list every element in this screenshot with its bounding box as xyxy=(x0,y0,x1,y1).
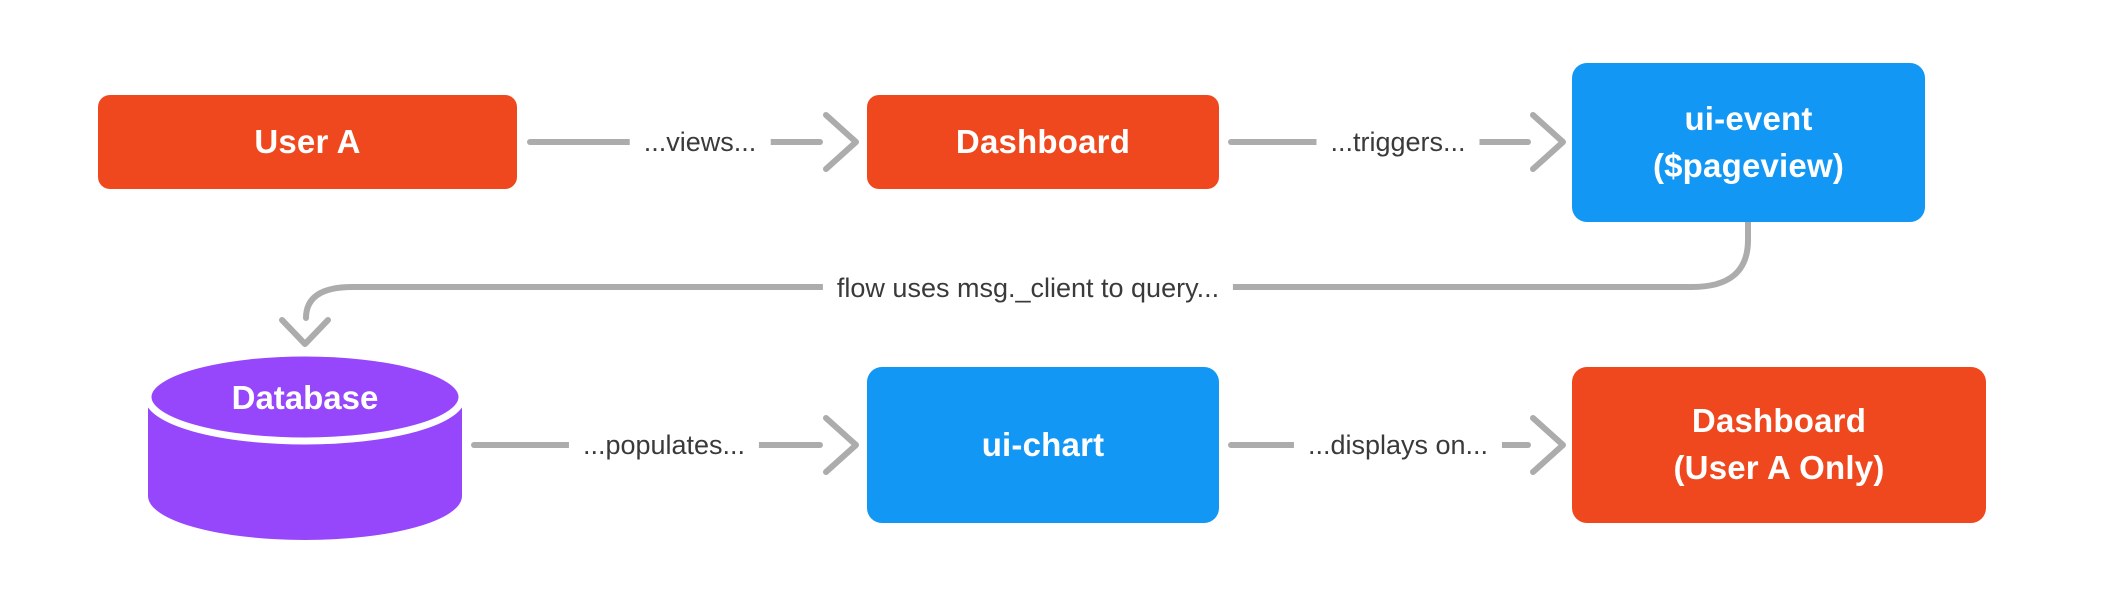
node-dashboard-user-a-only: Dashboard (User A Only) xyxy=(1572,367,1986,523)
arrowhead-right-icon xyxy=(823,112,859,172)
edge-label-views: ...views... xyxy=(629,123,771,161)
database-cylinder-icon xyxy=(144,349,466,540)
node-dashboard-user-a-only-line2: (User A Only) xyxy=(1673,449,1885,486)
node-ui-event-label-line1: ui-event xyxy=(1684,99,1813,137)
arrowhead-right-icon xyxy=(1530,112,1566,172)
arrowhead-right-icon xyxy=(823,415,859,475)
node-ui-event-label-line2: ($pageview) xyxy=(1652,146,1845,184)
edge-label-query: flow uses msg._client to query... xyxy=(822,269,1234,307)
node-ui-chart-label: ui-chart xyxy=(981,425,1105,463)
node-database-label: Database xyxy=(231,379,379,416)
edge-label-triggers: ...triggers... xyxy=(1316,123,1480,161)
connector-query-line xyxy=(303,219,1751,321)
node-dashboard-user-a-only-line1: Dashboard xyxy=(1691,402,1867,440)
edge-label-displays-on: ...displays on... xyxy=(1293,426,1503,464)
arrowhead-right-icon xyxy=(1530,415,1566,475)
node-dashboard: Dashboard xyxy=(867,95,1219,189)
node-user-a: User A xyxy=(98,95,517,189)
node-user-a-label: User A xyxy=(254,122,361,160)
node-dashboard-label: Dashboard xyxy=(955,122,1131,160)
node-ui-chart: ui-chart xyxy=(867,367,1219,523)
node-ui-event: ui-event ($pageview) xyxy=(1572,63,1925,222)
edge-label-populates: ...populates... xyxy=(568,426,760,464)
arrowhead-down-icon xyxy=(279,317,331,347)
